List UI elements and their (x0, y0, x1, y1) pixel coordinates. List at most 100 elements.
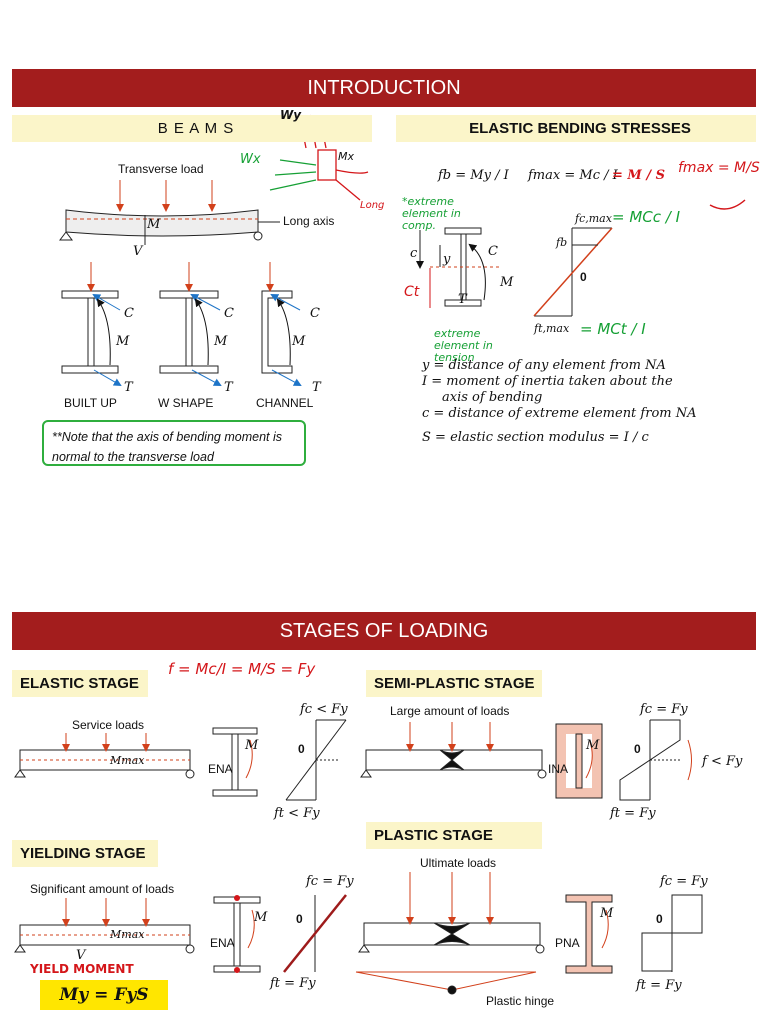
elastic-mmax: Mmax (110, 754, 145, 767)
yield-moment-note: YIELD MOMENT (30, 962, 134, 976)
builtup-m: M (116, 334, 130, 349)
intro-beam (59, 180, 280, 245)
significant-loads-label: Significant amount of loads (30, 882, 175, 896)
beam-moment-label: M (147, 217, 161, 232)
fcmax-label: fc,max (575, 212, 612, 225)
wshape-c: C (224, 306, 234, 321)
section-channel (261, 262, 302, 386)
semi-plastic-stress (619, 719, 692, 801)
ina-label: INA (548, 762, 569, 776)
yielding-ena-label: ENA (210, 936, 235, 950)
section-built-up (61, 262, 122, 386)
wshape-m: M (214, 334, 228, 349)
beams-header: B E A M S (12, 115, 372, 142)
elastic-stage-m: M (245, 738, 259, 753)
plastic-ft: ft = Fy (636, 978, 682, 993)
def-y: y = distance of any element from NA (422, 358, 666, 373)
pna-label: PNA (555, 936, 580, 950)
mcc-note: = MCc / I (612, 208, 681, 226)
elastic-bending-header: ELASTIC BENDING STRESSES (396, 115, 756, 142)
semi-plastic-section (555, 723, 603, 799)
ena-label: ENA (208, 762, 233, 776)
yielding-section (213, 895, 261, 973)
wshape-t: T (224, 380, 233, 395)
zero-label: 0 (580, 270, 587, 284)
channel-m: M (292, 334, 306, 349)
elastic-fc: fc < Fy (300, 702, 348, 717)
ftmax-label: ft,max (534, 322, 570, 335)
plastic-beam (355, 872, 545, 995)
elastic-stage-stress (285, 719, 347, 801)
mct-note: = MCt / I (580, 320, 646, 338)
fb-formula: fb = My / I (438, 168, 509, 183)
elastic-zero: 0 (298, 742, 305, 756)
plastic-fc: fc = Fy (660, 874, 708, 889)
stress-distribution-diagram (533, 227, 613, 317)
channel-c: C (310, 306, 320, 321)
channel-caption: CHANNEL (256, 396, 314, 410)
plastic-stage-header: PLASTIC STAGE (366, 822, 542, 849)
elastic-c-label: C (488, 244, 498, 259)
transverse-load-label: Transverse load (118, 162, 204, 176)
yielding-ft: ft = Fy (270, 976, 316, 991)
plastic-m: M (600, 906, 614, 921)
elastic-handwritten: f = Mc/I = M/S = Fy (168, 660, 316, 678)
yielding-m: M (254, 910, 268, 925)
yield-moment-formula: My = FyS (40, 980, 168, 1010)
wx-label: Wx (240, 152, 261, 167)
c-label: c (410, 246, 418, 261)
ct-label: Ct (404, 284, 420, 300)
beam-shear-label: V (133, 244, 143, 259)
service-loads-label: Service loads (72, 718, 145, 732)
stages-banner: STAGES OF LOADING (12, 612, 756, 650)
ultimate-loads-label: Ultimate loads (420, 856, 497, 870)
extreme-tension-note: extreme element in tension (434, 327, 493, 364)
elastic-i-section (416, 227, 500, 308)
long-axis-label: Long axis (283, 214, 335, 228)
semi-plastic-beam (360, 722, 547, 779)
elastic-m-label: M (500, 275, 514, 290)
yielding-stress (283, 894, 347, 973)
channel-t: T (312, 380, 321, 395)
def-s: S = elastic section modulus = I / c (422, 430, 649, 445)
semi-m: M (586, 738, 600, 753)
fmax-handwritten: fmax = M/S (678, 160, 760, 176)
yielding-zero: 0 (296, 912, 303, 926)
semi-ft: ft = Fy (610, 806, 656, 821)
plastic-stress (641, 894, 703, 972)
builtup-caption: BUILT UP (64, 396, 117, 410)
bending-axis-note: **Note that the axis of bending moment i… (42, 420, 306, 466)
plastic-section (565, 894, 613, 974)
extreme-comp-note: *extreme element in comp. (402, 195, 461, 232)
introduction-banner: INTRODUCTION (12, 69, 756, 107)
yielding-fc: fc = Fy (306, 874, 354, 889)
fb-label: fb (556, 236, 568, 249)
y-label: y (443, 252, 451, 267)
semi-zero: 0 (634, 742, 641, 756)
semi-f-lt: f < Fy (702, 754, 743, 769)
wshape-caption: W SHAPE (158, 396, 214, 410)
wy-label: Wy (280, 108, 302, 122)
plastic-zero: 0 (656, 912, 663, 926)
plastic-hinge-label: Plastic hinge (486, 994, 555, 1008)
yielding-beam (14, 898, 195, 954)
elastic-t-label: T (458, 292, 467, 307)
def-i-cont: axis of bending (442, 390, 543, 405)
yielding-stage-header: YIELDING STAGE (12, 840, 158, 867)
m-over-s: = M / S (612, 168, 665, 183)
builtup-t: T (124, 380, 133, 395)
yielding-v: V (76, 948, 86, 963)
fmax-formula: fmax = Mc / I (528, 168, 618, 183)
elastic-stage-beam (14, 733, 195, 779)
section-w-shape (159, 262, 222, 386)
yielding-mmax: Mmax (110, 928, 145, 941)
semi-fc: fc = Fy (640, 702, 688, 717)
long-label: Long (360, 200, 385, 211)
def-i: I = moment of inertia taken about the (422, 374, 673, 389)
def-c: c = distance of extreme element from NA (422, 406, 697, 421)
semi-plastic-header: SEMI-PLASTIC STAGE (366, 670, 542, 697)
builtup-c: C (124, 306, 134, 321)
mx-label: Mx (338, 150, 355, 163)
elastic-ft: ft < Fy (274, 806, 320, 821)
